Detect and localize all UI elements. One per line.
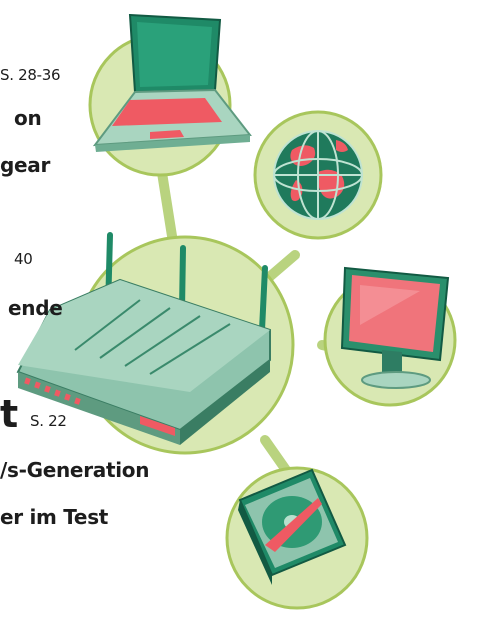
page-ref-mid: 40: [14, 250, 33, 268]
headline-line-gear: gear: [0, 153, 51, 177]
headline-line-test: er im Test: [0, 505, 109, 529]
globe-icon: [273, 130, 363, 220]
headline-line-ende: ende: [8, 296, 63, 320]
headline-big-t: t: [0, 392, 19, 436]
page-ref-top: S. 28-36: [0, 66, 61, 84]
headline-line-on: on: [14, 106, 42, 130]
router-icon: [16, 232, 271, 445]
monitor-icon: [340, 266, 450, 389]
headline-line-generation: /s-Generation: [0, 458, 150, 482]
hard-drive-icon: [238, 468, 347, 585]
page-ref-bottom: S. 22: [30, 412, 67, 430]
laptop-icon: [92, 13, 252, 152]
